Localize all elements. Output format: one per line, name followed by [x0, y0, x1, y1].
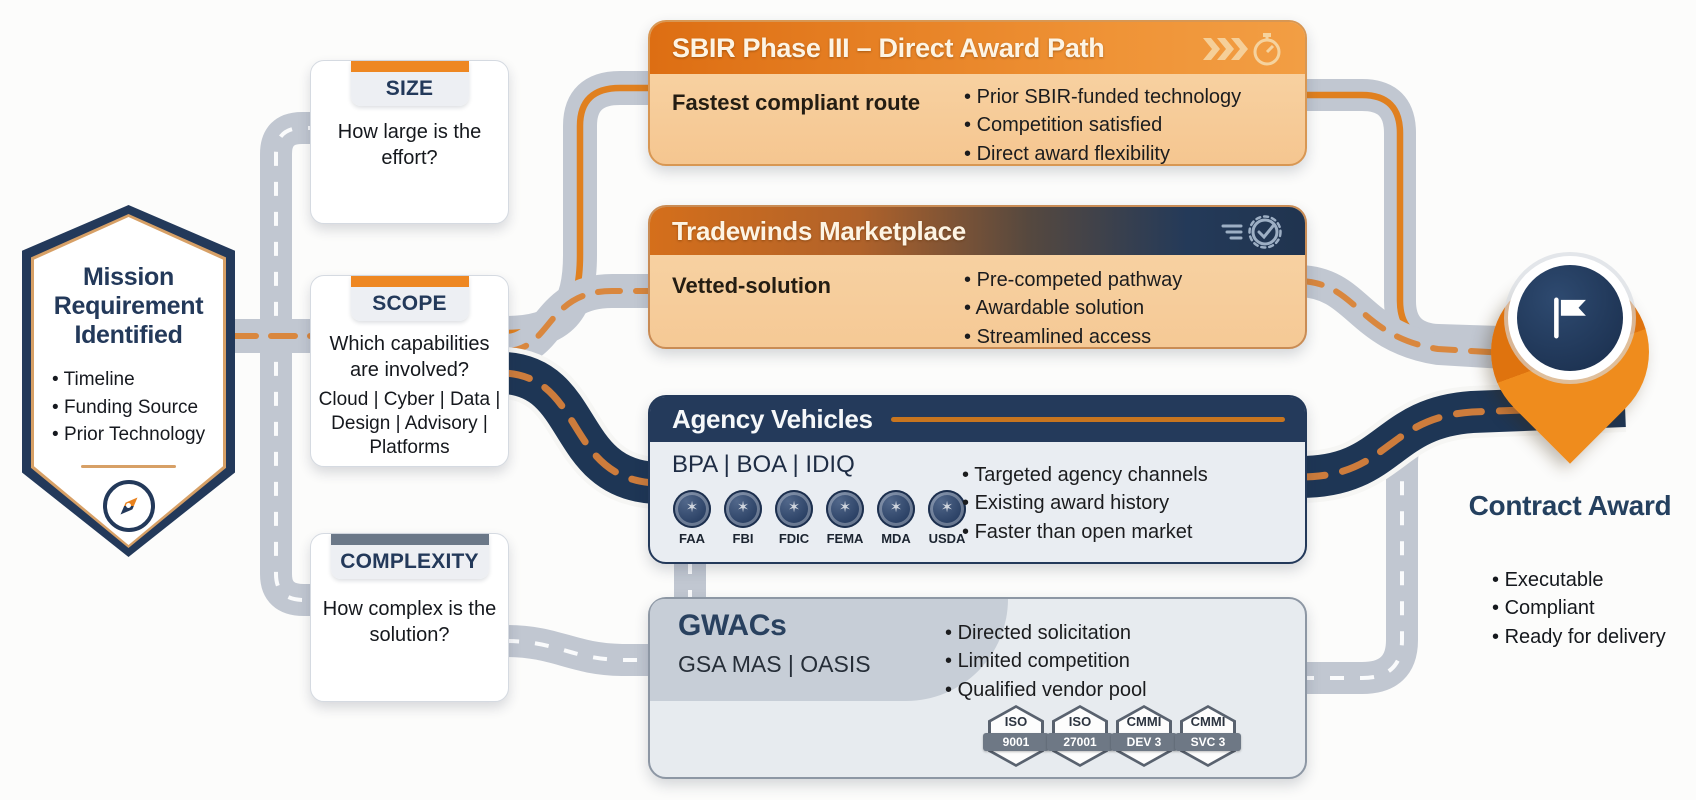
size-card: SIZE How large is the effort? — [310, 60, 509, 224]
mda-seal-icon — [877, 490, 915, 528]
shield-title: Mission Requirement Identified — [53, 263, 204, 349]
seal-label: FEMA — [826, 531, 864, 546]
gray-roads — [225, 71, 1508, 694]
badge-line2: 9001 — [983, 733, 1049, 751]
agency-title: Agency Vehicles — [672, 404, 873, 434]
compass-icon — [102, 479, 155, 532]
tradewinds-bullet: Awardable solution — [964, 294, 1182, 322]
iso-9001-badge: ISO 9001 — [983, 705, 1049, 767]
size-tab: SIZE — [350, 61, 469, 106]
award-bullet: Executable — [1492, 566, 1666, 594]
agency-bullet: Existing award history — [962, 489, 1208, 517]
badge-line1: CMMI — [1190, 714, 1226, 729]
gwacs-bullet: Qualified vendor pool — [945, 676, 1147, 704]
road-to-gwacs — [504, 625, 658, 676]
agency-bullet: Faster than open market — [962, 518, 1208, 546]
mission-shield: Mission Requirement Identified Timeline … — [22, 205, 235, 557]
fbi-seal-icon — [724, 490, 762, 528]
complexity-tab: COMPLEXITY — [330, 534, 489, 579]
complexity-tab-label: COMPLEXITY — [330, 545, 489, 579]
complexity-question: How complex is the solution? — [322, 598, 497, 646]
size-question: How large is the effort? — [337, 121, 482, 169]
fdic-seal-icon — [775, 490, 813, 528]
usda-seal-icon — [928, 490, 966, 528]
complexity-card: COMPLEXITY How complex is the solution? — [310, 533, 509, 702]
seal-label: FDIC — [778, 531, 810, 546]
fast-forward-stopwatch-icon — [1203, 33, 1281, 66]
cmmi-dev3-badge: CMMI DEV 3 — [1111, 705, 1177, 767]
gwacs-subtitle: GSA MAS | OASIS — [678, 651, 871, 677]
tradewinds-bullet: Streamlined access — [964, 323, 1182, 351]
tradewinds-title: Tradewinds Marketplace — [672, 215, 966, 246]
gwacs-bullet: Directed solicitation — [945, 619, 1147, 647]
badge-line1: CMMI — [1126, 714, 1162, 729]
gwacs-bullet: Limited competition — [945, 647, 1147, 675]
gwacs-card: GWACs GSA MAS | OASIS Directed solicitat… — [648, 597, 1307, 779]
iso-27001-badge: ISO 27001 — [1047, 705, 1113, 767]
cmmi-svc3-badge: CMMI SVC 3 — [1175, 705, 1241, 767]
award-bullet: Ready for delivery — [1492, 623, 1666, 651]
scope-card: SCOPE Which capabilities are involved? C… — [310, 275, 509, 467]
sbir-bullet: Direct award flexibility — [964, 140, 1241, 168]
badge-line1: ISO — [1004, 714, 1028, 729]
size-tab-label: SIZE — [350, 72, 469, 106]
scope-detail: Cloud | Cyber | Data | Design | Advisory… — [318, 389, 501, 458]
badge-line2: DEV 3 — [1111, 733, 1177, 751]
seal-label: USDA — [928, 531, 966, 546]
sbir-card: SBIR Phase III – Direct Award Path Faste… — [648, 20, 1307, 166]
tradewinds-subtitle: Vetted-solution — [672, 273, 831, 298]
seal-label: FBI — [732, 531, 754, 546]
size-tab-accent — [350, 61, 469, 72]
tradewinds-bullet: Pre-competed pathway — [964, 266, 1183, 294]
shield-bullet: Prior Technology — [52, 421, 235, 449]
badge-line2: SVC 3 — [1175, 733, 1241, 751]
faa-seal-icon — [673, 490, 711, 528]
gwacs-title: GWACs — [678, 609, 787, 642]
badge-line2: 27001 — [1047, 733, 1113, 751]
scope-tab-label: SCOPE — [350, 287, 469, 321]
agency-header-rule — [890, 417, 1285, 422]
scope-tab-accent — [350, 276, 469, 287]
seal-label: FAA — [679, 531, 705, 546]
complexity-tab-accent — [330, 534, 489, 545]
scope-question: Which capabilities are involved? — [329, 333, 490, 381]
speed-seal-check-icon — [1221, 215, 1282, 249]
certification-badges: ISO 9001 ISO 27001 CMMI DEV 3 CMMI SVC 3 — [983, 705, 1241, 767]
tradewinds-card: Tradewinds Marketplace Vetted-solution P… — [648, 205, 1307, 349]
shield-bullet: Timeline — [52, 366, 235, 394]
seal-label: MDA — [881, 531, 911, 546]
navy-highlight-road — [501, 347, 1629, 509]
flag-pin-icon — [1517, 265, 1623, 371]
award-bullet: Compliant — [1492, 594, 1666, 622]
agency-bullet: Targeted agency channels — [962, 461, 1208, 489]
sbir-subtitle: Fastest compliant route — [672, 90, 921, 115]
agency-vehicles-card: Agency Vehicles BPA | BOA | IDIQ FAA FBI… — [648, 395, 1307, 564]
scope-tab: SCOPE — [350, 276, 469, 321]
shield-bullet: Funding Source — [52, 394, 235, 422]
sbir-bullet: Prior SBIR-funded technology — [964, 83, 1242, 111]
contract-award-title: Contract Award — [1468, 490, 1672, 521]
shield-divider — [81, 464, 176, 468]
sbir-title: SBIR Phase III – Direct Award Path — [672, 32, 1105, 63]
sbir-bullet: Competition satisfied — [964, 111, 1241, 139]
fema-seal-icon — [826, 490, 864, 528]
flag-icon — [1554, 297, 1586, 339]
agency-subtitle: BPA | BOA | IDIQ — [672, 451, 855, 478]
agency-seals: FAA FBI FDIC FEMA MDA USDA — [672, 490, 967, 546]
badge-line1: ISO — [1068, 714, 1092, 729]
